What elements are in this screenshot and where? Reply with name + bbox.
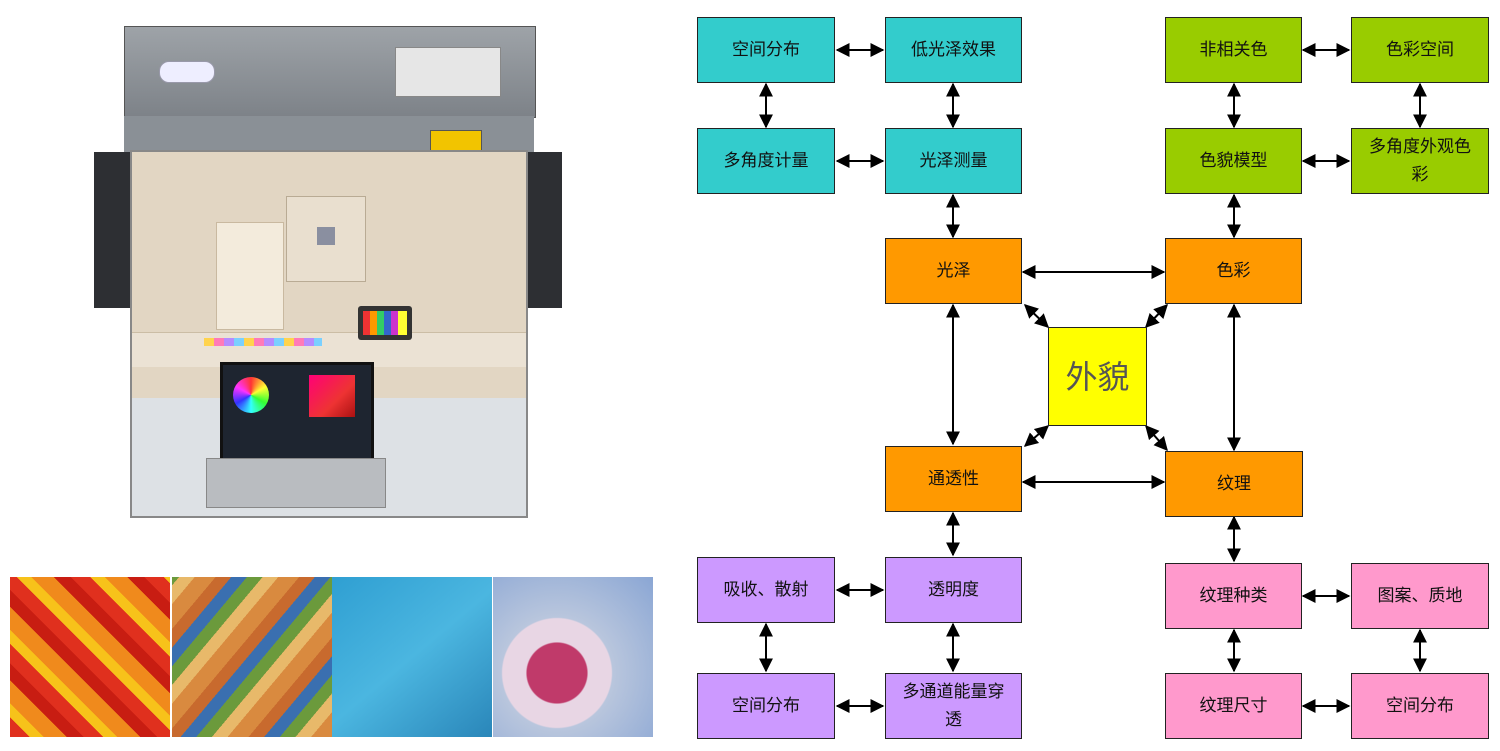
- node-multi-angle-metrology: 多角度计量: [697, 128, 835, 194]
- node-color-appearance-model: 色貌模型: [1165, 128, 1302, 194]
- fabric-image: [332, 577, 492, 737]
- color-patch: [309, 375, 355, 417]
- brand-logo: [159, 61, 215, 83]
- node-translucency: 通透性: [885, 446, 1022, 512]
- carpet-image: [172, 577, 332, 737]
- color-wheel-icon: [233, 377, 269, 413]
- booth-wing-left: [94, 152, 132, 308]
- node-multi-angle-appearance-color: 多角度外观色彩: [1351, 128, 1489, 194]
- control-panel: [395, 47, 501, 97]
- back-panel: [286, 196, 366, 282]
- node-low-gloss-effect: 低光泽效果: [885, 17, 1022, 83]
- shelf: [132, 332, 526, 367]
- node-texture-type: 纹理种类: [1165, 563, 1302, 629]
- node-color-space: 色彩空间: [1351, 17, 1489, 83]
- node-appearance: 外貌: [1048, 327, 1147, 426]
- glassware-image: [493, 577, 653, 737]
- node-multi-channel-energy-transmission: 多通道能量穿透: [885, 673, 1022, 739]
- light-booth-header: [124, 26, 536, 118]
- node-texture: 纹理: [1165, 451, 1303, 517]
- color-checker-tablet: [358, 306, 412, 340]
- node-gloss-measurement: 光泽测量: [885, 128, 1022, 194]
- node-absorption-scattering: 吸收、散射: [697, 557, 835, 623]
- node-gloss: 光泽: [885, 238, 1022, 304]
- light-booth-photo: [130, 150, 528, 518]
- node-unrelated-color: 非相关色: [1165, 17, 1302, 83]
- node-spatial-distribution-gloss: 空间分布: [697, 17, 835, 83]
- node-spatial-distribution-texture: 空间分布: [1351, 673, 1489, 739]
- node-spatial-distribution-translucency: 空间分布: [697, 673, 835, 739]
- booth-wing-right: [526, 152, 562, 308]
- color-strip: [204, 338, 322, 346]
- yarn-spools-image: [10, 577, 170, 737]
- laptop-keyboard: [206, 458, 386, 508]
- node-color: 色彩: [1165, 238, 1302, 304]
- node-texture-size: 纹理尺寸: [1165, 673, 1302, 739]
- node-pattern-material: 图案、质地: [1351, 563, 1489, 629]
- sample-card: [216, 222, 284, 330]
- node-transparency: 透明度: [885, 557, 1022, 623]
